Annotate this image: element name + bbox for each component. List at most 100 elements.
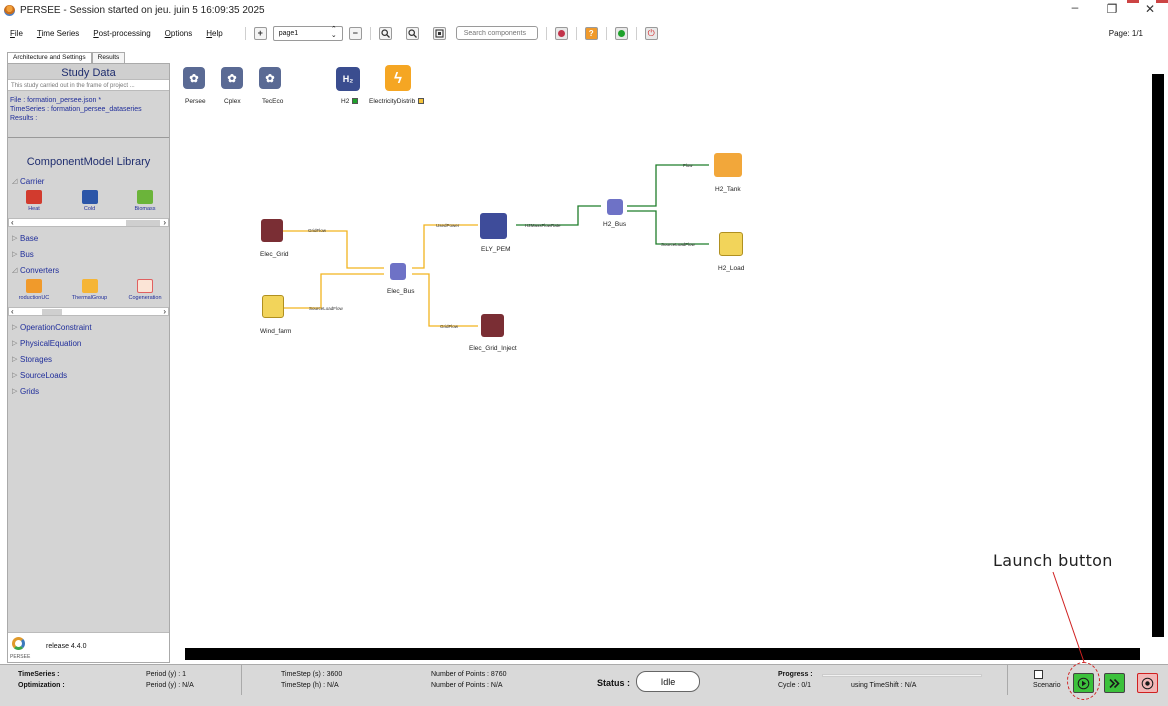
tree-base[interactable]: ▷ Base	[8, 231, 169, 247]
converters-scrollbar[interactable]: ‹ ›	[8, 307, 169, 316]
thermal-group-icon	[81, 279, 98, 293]
maximize-button[interactable]: ❐	[1106, 2, 1118, 16]
tree-bus[interactable]: ▷ Bus	[8, 247, 169, 263]
tree-source-loads-label: SourceLoads	[20, 371, 68, 380]
h2-enabled-indicator[interactable]	[352, 98, 359, 105]
h2-tank-icon[interactable]	[714, 153, 742, 177]
period-y-optimization: Period (y) : N/A	[146, 682, 194, 689]
component-heat[interactable]: Heat	[10, 190, 58, 218]
page-selector[interactable]: page1 ⌃⌄	[272, 25, 343, 41]
launch-button-annotation: Launch button	[993, 551, 1113, 570]
menu-time-series[interactable]: Time Series	[36, 28, 80, 38]
toolbar-separator	[605, 26, 607, 40]
h2-cloud-icon[interactable]: H₂	[336, 67, 360, 91]
carrier-components: Heat Cold Biomass	[8, 190, 169, 218]
tree-grids[interactable]: ▷ Grids	[8, 384, 169, 400]
collapsed-arrow-icon: ▷	[12, 324, 18, 331]
release-brand: PERSEE	[10, 654, 31, 660]
toolbar-separator	[244, 26, 246, 40]
component-cogeneration[interactable]: Cogeneration	[121, 279, 169, 307]
tool-cplex-label: Cplex	[224, 98, 241, 105]
electricity-enabled-indicator[interactable]	[418, 98, 425, 105]
tree-operation-constraint-label: OperationConstraint	[20, 323, 92, 332]
gears-icon[interactable]: ✿	[221, 67, 243, 89]
node-elec-bus-label: Elec_Bus	[387, 288, 415, 295]
toolbar-separator	[635, 26, 637, 40]
elec-bus-icon[interactable]	[390, 263, 406, 280]
tree-bus-label: Bus	[20, 250, 34, 259]
lightning-icon[interactable]: ϟ	[385, 65, 411, 91]
menu-options[interactable]: Options	[164, 28, 193, 38]
tab-architecture-settings[interactable]: Architecture and Settings	[7, 52, 92, 63]
production-uc-icon	[26, 279, 42, 293]
scroll-right-icon: ›	[163, 307, 166, 316]
help-button[interactable]: ?	[584, 26, 598, 40]
close-button[interactable]: ✕	[1144, 2, 1156, 16]
tab-results[interactable]: Results	[91, 52, 126, 63]
menu-file[interactable]: File	[10, 28, 23, 38]
electrolyser-icon[interactable]	[480, 213, 507, 239]
status-value: Idle	[636, 671, 700, 692]
tree-physical-equation[interactable]: ▷ PhysicalEquation	[8, 336, 169, 352]
carrier-scrollbar[interactable]: ‹ ›	[8, 218, 169, 227]
architecture-canvas[interactable]: ✿ Persee ✿ Cplex ✿ TecEco H₂ H2 ϟ Electr…	[171, 63, 1164, 660]
h2-load-icon[interactable]	[719, 232, 743, 256]
menu-post-processing[interactable]: Post-processing	[93, 28, 151, 38]
panel-tabs: Architecture and Settings Results	[7, 52, 170, 63]
gear-icon[interactable]: ✿	[183, 67, 205, 89]
power-button[interactable]: ⏻	[644, 26, 658, 40]
release-info: PERSEE release 4.4.0	[8, 632, 169, 662]
component-cogeneration-label: Cogeneration	[128, 295, 162, 301]
status-indicator-button[interactable]	[614, 26, 628, 40]
grid-inject-icon[interactable]	[481, 314, 504, 337]
fit-view-icon	[435, 28, 444, 38]
persee-logo-icon	[12, 637, 25, 650]
stop-record-icon	[1141, 677, 1154, 689]
canvas-horizontal-scrollbar[interactable]	[185, 648, 1140, 660]
tree-operation-constraint[interactable]: ▷ OperationConstraint	[8, 320, 169, 336]
scroll-left-icon: ‹	[11, 307, 14, 316]
search-components-input[interactable]	[455, 26, 538, 40]
tree-converters[interactable]: ◿ Converters	[8, 263, 169, 279]
tree-carrier[interactable]: ◿ Carrier	[8, 174, 169, 190]
flow-source-load-flow-label: SourceLoadFlow	[309, 306, 343, 311]
wind-farm-icon[interactable]	[262, 295, 284, 318]
bug-report-button[interactable]	[554, 26, 568, 40]
status-separator	[1007, 665, 1008, 695]
collapsed-arrow-icon: ▷	[12, 340, 18, 347]
period-y-timeseries: Period (y) : 1	[146, 671, 187, 678]
tool-h2-label: H2	[341, 98, 359, 105]
menu-help[interactable]: Help	[206, 28, 223, 38]
flow-grid-flow-label: GridFlow	[308, 228, 327, 233]
fast-forward-button[interactable]	[1104, 673, 1125, 693]
toolbar-separator	[369, 26, 371, 40]
scroll-thumb[interactable]	[126, 220, 160, 226]
component-production-uc[interactable]: roductionUC	[10, 279, 58, 307]
remove-page-button[interactable]: −	[348, 26, 362, 40]
component-cold[interactable]: Cold	[66, 190, 114, 218]
scroll-thumb[interactable]	[42, 309, 62, 315]
library-title: ComponentModel Library	[26, 156, 151, 168]
minimize-button[interactable]: –	[1071, 0, 1079, 14]
h2-bus-icon[interactable]	[607, 199, 623, 215]
biomass-icon	[137, 190, 153, 204]
zoom-out-button[interactable]	[405, 26, 419, 40]
scenario-label: Scenario	[1033, 682, 1061, 689]
flow-source-load-flow-label: SourceLoadFlow	[661, 242, 695, 247]
component-thermal-group[interactable]: ThermalGroup	[66, 279, 114, 307]
left-panel: Architecture and Settings Results Study …	[7, 52, 170, 663]
canvas-vertical-scrollbar[interactable]	[1152, 74, 1164, 637]
study-description[interactable]: This study carried out in the frame of p…	[8, 79, 169, 91]
electricity-grid-icon[interactable]	[261, 219, 283, 242]
zoom-in-button[interactable]	[378, 26, 392, 40]
spinner-arrows-icon: ⌃⌄	[330, 26, 337, 39]
scenario-checkbox[interactable]	[1034, 670, 1043, 679]
tree-storages[interactable]: ▷ Storages	[8, 352, 169, 368]
add-page-button[interactable]: +	[253, 26, 267, 40]
tree-source-loads[interactable]: ▷ SourceLoads	[8, 368, 169, 384]
stop-button[interactable]	[1137, 673, 1158, 693]
cycle-value: Cycle : 0/1	[778, 682, 812, 689]
component-biomass[interactable]: Biomass	[121, 190, 169, 218]
fit-view-button[interactable]	[432, 26, 446, 40]
settings-icon[interactable]: ✿	[259, 67, 281, 89]
